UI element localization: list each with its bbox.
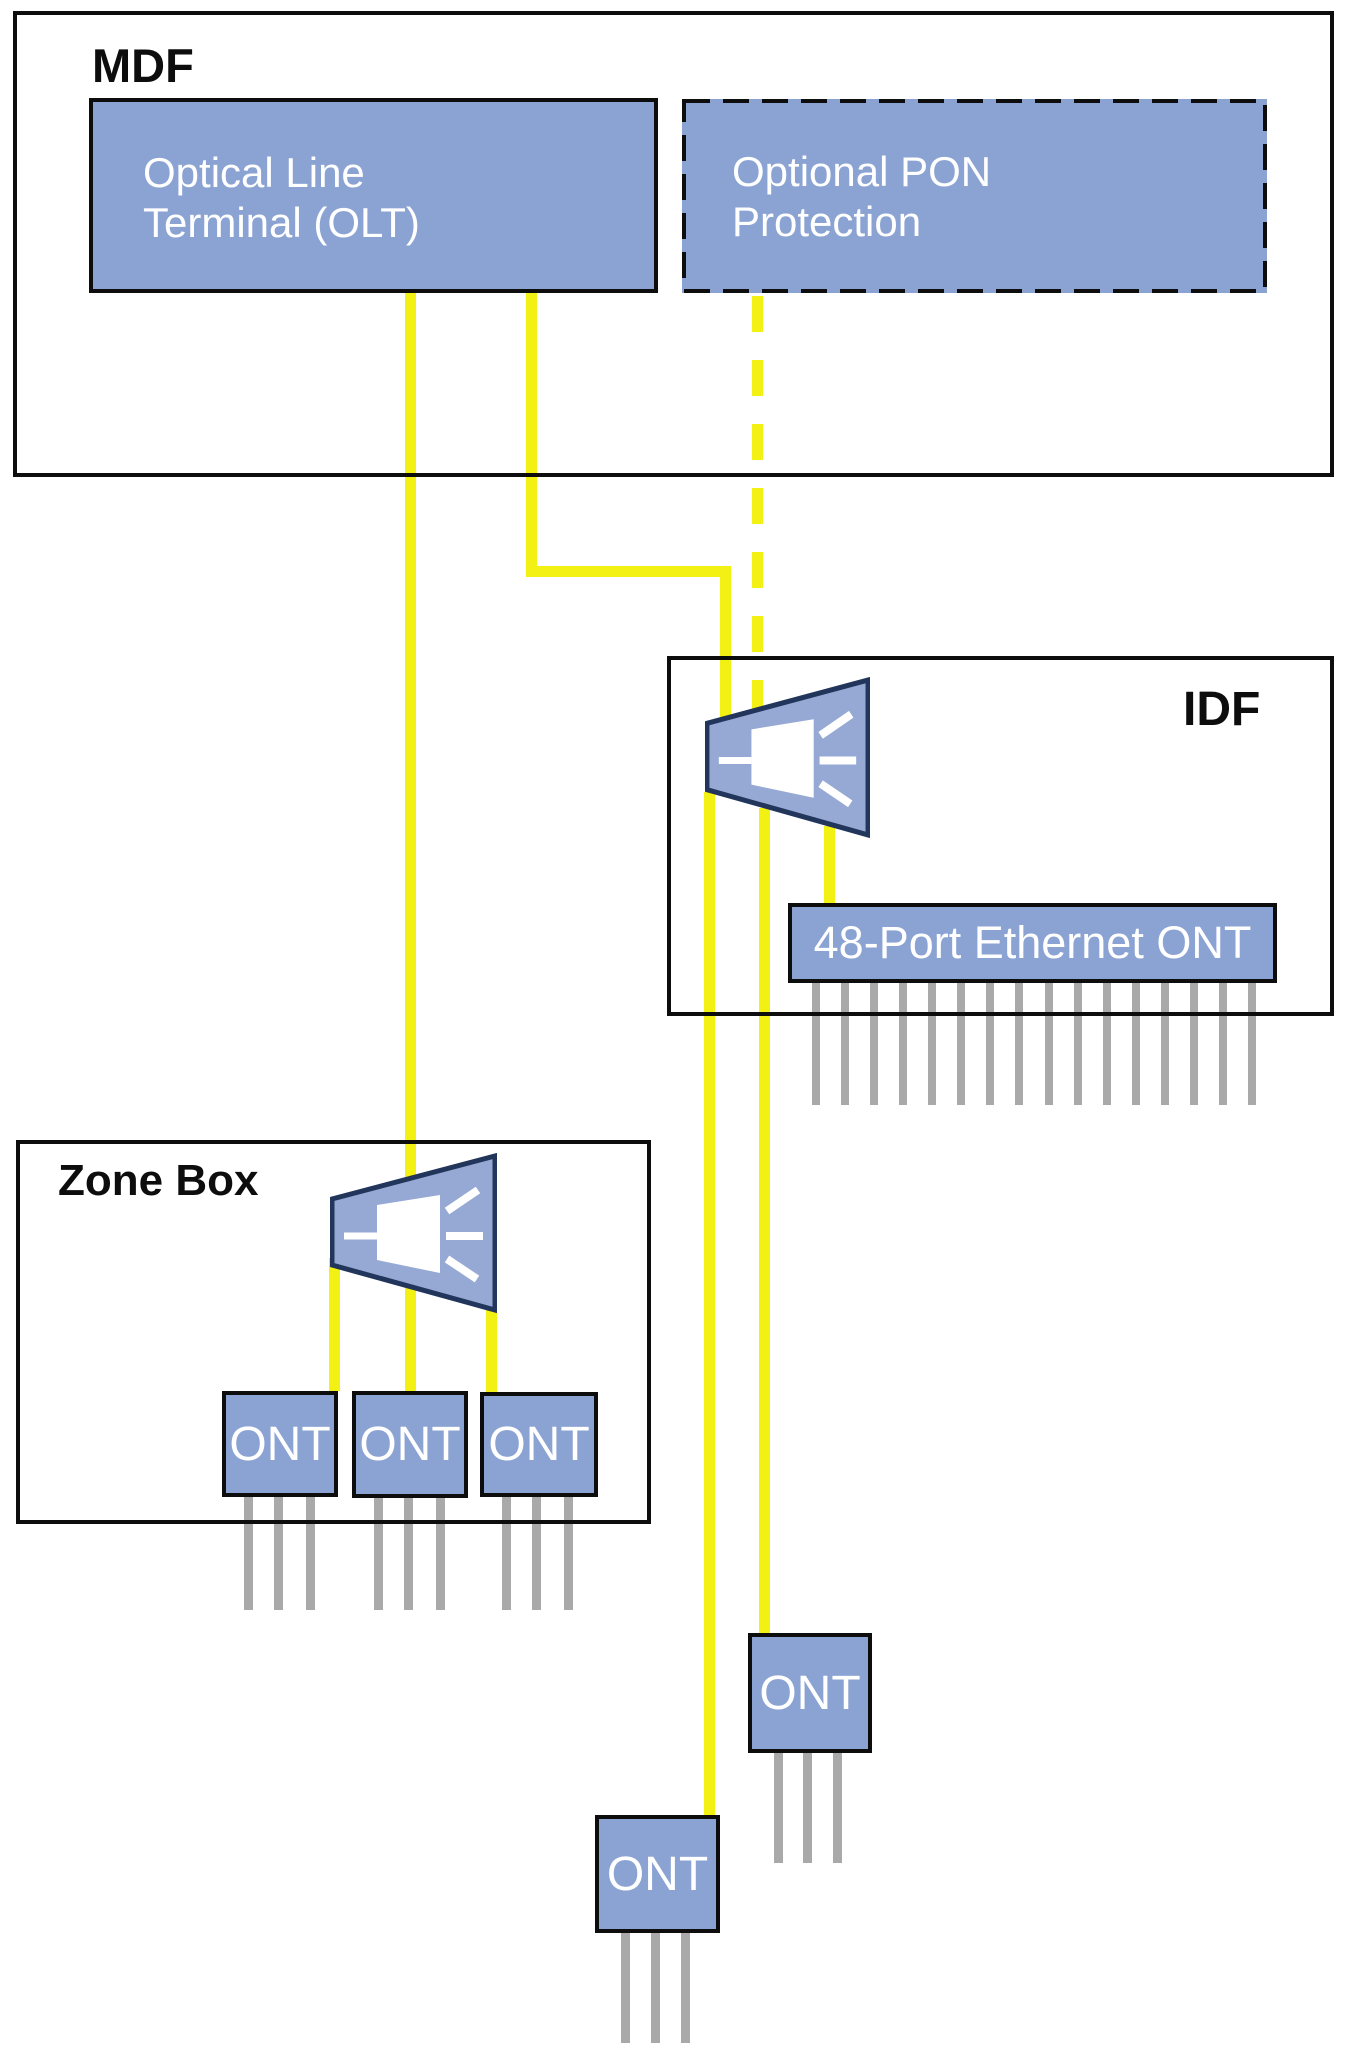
- idf-box: [667, 656, 1334, 1016]
- idf-splitter-icon: [705, 677, 870, 838]
- ont-label: ONT: [759, 1666, 861, 1720]
- copper-tail-line: [502, 1497, 511, 1610]
- copper-tail-line: [244, 1497, 253, 1610]
- copper-tail-line: [681, 1933, 690, 2043]
- zone-box: [16, 1140, 651, 1524]
- port-line: [899, 983, 907, 1105]
- mdf-box: [13, 11, 1334, 477]
- pon-protection-box: Optional PON Protection: [682, 99, 1267, 293]
- drop-ont-lower-box: ONT: [595, 1815, 720, 1933]
- port-line: [841, 983, 849, 1105]
- port-line: [812, 983, 820, 1105]
- fiber-idf-splitter-to-lower-ont: [704, 792, 715, 1815]
- copper-tail-line: [274, 1497, 283, 1610]
- zone-box-label: Zone Box: [58, 1156, 259, 1205]
- fiber-idf-splitter-to-upper-ont: [759, 808, 770, 1633]
- speaker-horn-icon: [377, 1195, 440, 1273]
- fiber-olt-to-idf-vertical: [526, 293, 537, 577]
- idf-label: IDF: [1183, 683, 1261, 736]
- fiber-olt-to-idf-drop: [720, 566, 731, 740]
- port-line: [1219, 983, 1227, 1105]
- fiber-olt-to-zone-splitter: [405, 293, 416, 1391]
- ont48-label: 48-Port Ethernet ONT: [813, 917, 1252, 968]
- olt-label: Optical Line Terminal (OLT): [143, 149, 420, 246]
- port-line: [1074, 983, 1082, 1105]
- copper-tail-line: [564, 1497, 573, 1610]
- fiber-idf-splitter-to-ont48: [824, 826, 835, 903]
- port-line: [1132, 983, 1140, 1105]
- pon-label: Optional PON Protection: [732, 148, 992, 245]
- ont-label: ONT: [488, 1418, 590, 1471]
- port-line: [928, 983, 936, 1105]
- port-line: [1103, 983, 1111, 1105]
- port-line: [1161, 983, 1169, 1105]
- port-line: [1248, 983, 1256, 1105]
- ont-label: ONT: [606, 1847, 709, 1901]
- copper-tail-line: [833, 1753, 842, 1863]
- port-line: [986, 983, 994, 1105]
- copper-tail-line: [621, 1933, 630, 2043]
- fiber-olt-to-idf-horizontal: [526, 566, 731, 577]
- zone-ont-3-box: ONT: [480, 1392, 598, 1497]
- port-line: [1015, 983, 1023, 1105]
- zone-splitter-icon: [330, 1153, 497, 1313]
- mdf-label: MDF: [92, 39, 194, 92]
- ont-label: ONT: [229, 1417, 331, 1471]
- speaker-horn-icon: [751, 719, 814, 798]
- zone-ont-1-box: ONT: [222, 1391, 338, 1497]
- copper-tail-line: [651, 1933, 660, 2043]
- port-line: [1045, 983, 1053, 1105]
- zone-ont-2-box: ONT: [352, 1391, 468, 1498]
- copper-tail-line: [436, 1497, 445, 1610]
- copper-tail-line: [374, 1497, 383, 1610]
- fiber-zone-splitter-to-ont1: [329, 1258, 340, 1391]
- fiber-pon-protection-dashed: [752, 296, 763, 730]
- copper-tail-line: [774, 1753, 783, 1863]
- fiber-zone-splitter-to-ont3: [486, 1305, 497, 1392]
- olt-box: Optical Line Terminal (OLT): [89, 98, 658, 293]
- port-line: [1190, 983, 1198, 1105]
- port-line: [870, 983, 878, 1105]
- copper-tail-line: [532, 1497, 541, 1610]
- drop-ont-upper-box: ONT: [748, 1633, 872, 1753]
- ont48-box: 48-Port Ethernet ONT: [788, 903, 1277, 983]
- port-line: [957, 983, 965, 1105]
- copper-tail-line: [306, 1497, 315, 1610]
- ont-label: ONT: [359, 1418, 461, 1471]
- copper-tail-line: [803, 1753, 812, 1863]
- copper-tail-line: [404, 1497, 413, 1610]
